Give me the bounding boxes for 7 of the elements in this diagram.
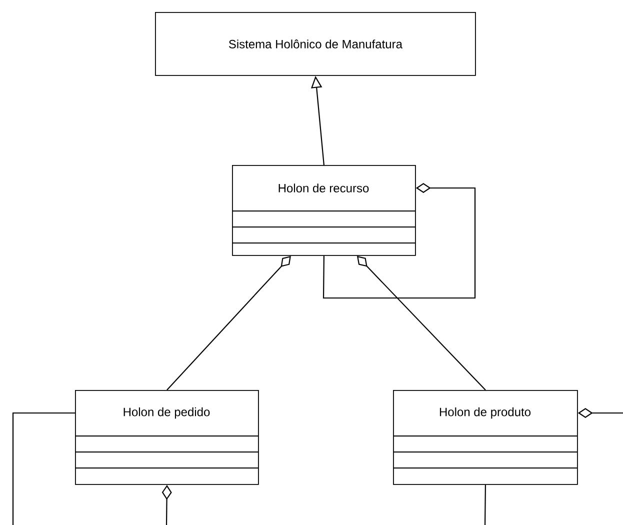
class-box: Holon de recurso: [232, 165, 416, 256]
class-box: Holon de produto: [392, 390, 578, 485]
class-box: Holon de pedido: [74, 390, 259, 485]
class-box: Sistema Holônico de Manufatura: [155, 12, 476, 76]
line: [12, 412, 75, 525]
line: [484, 484, 486, 525]
aggregation-line: [322, 183, 476, 299]
